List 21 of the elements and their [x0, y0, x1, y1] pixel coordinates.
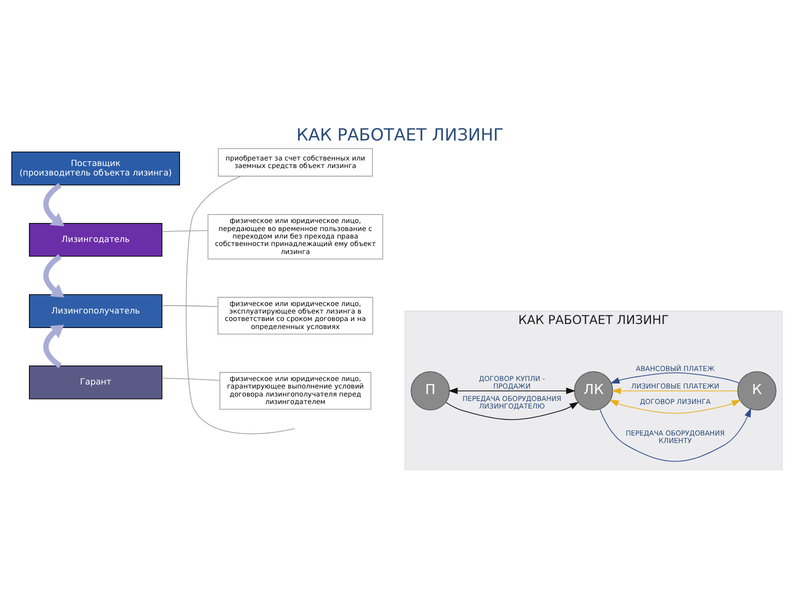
arrow	[612, 388, 738, 394]
node-box: Лизингополучатель	[28, 294, 162, 328]
node-circle: П	[410, 371, 450, 410]
arrow	[610, 372, 740, 384]
connector	[162, 230, 208, 232]
arrow	[448, 388, 576, 394]
arrow	[43, 324, 64, 368]
node-circle: К	[737, 371, 776, 410]
connector	[162, 305, 218, 307]
node-circle: ЛК	[574, 371, 614, 410]
node-box: Гарант	[28, 366, 162, 400]
arrow	[446, 402, 579, 420]
arrow	[609, 400, 741, 414]
arrow	[599, 408, 752, 462]
arrow	[43, 254, 64, 298]
connector	[186, 176, 296, 434]
diagram-title: КАК РАБОТАЕТ ЛИЗИНГ	[296, 124, 504, 145]
arrow	[43, 183, 64, 226]
node-box: Лизингодатель	[28, 222, 162, 257]
node-box: Поставщик (производитель объекта лизинга)	[11, 152, 180, 186]
connector	[162, 378, 220, 381]
